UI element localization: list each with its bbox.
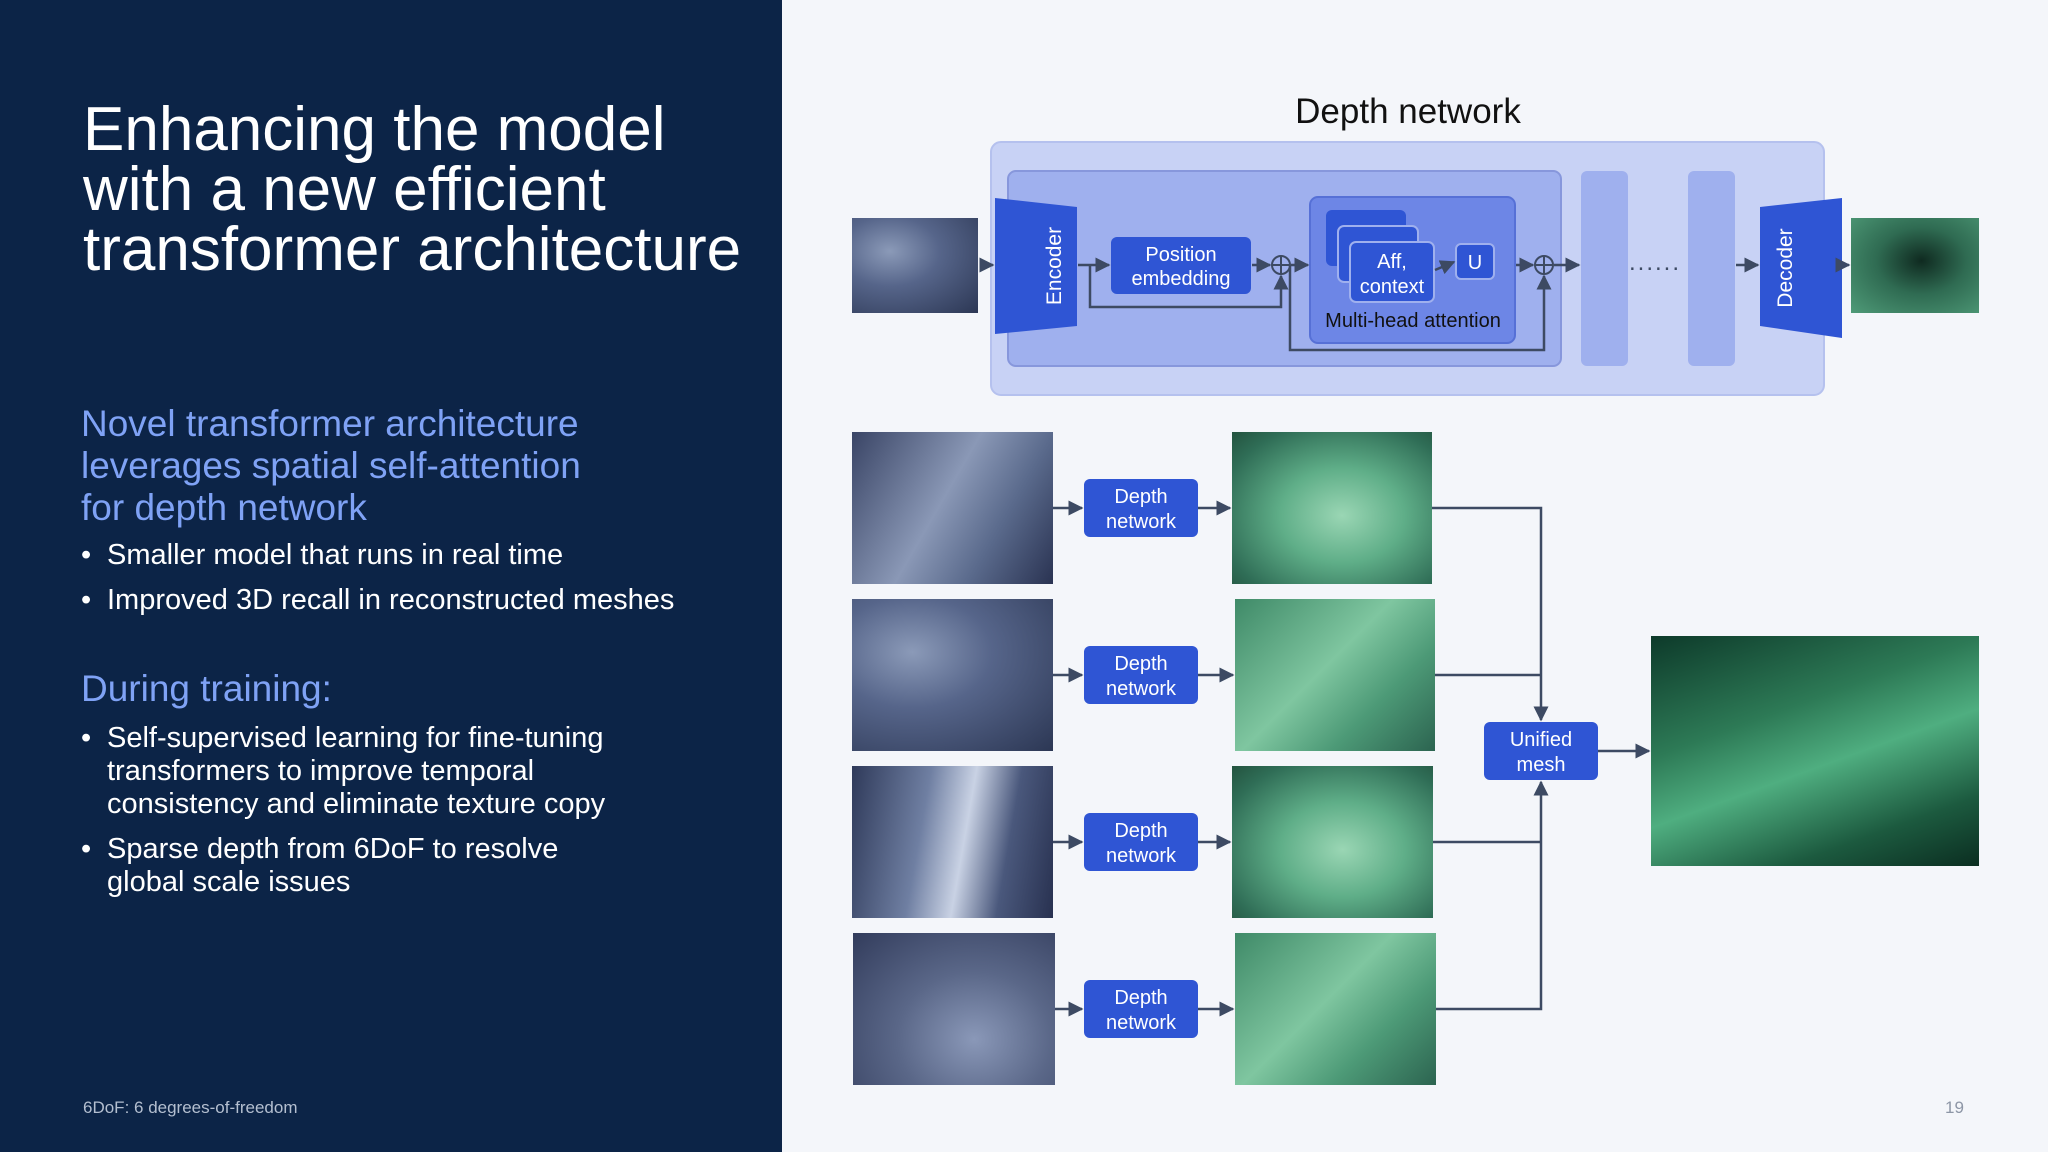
unified-mesh-line: Unified <box>1510 729 1572 751</box>
depth-network-line: network <box>1106 845 1177 867</box>
bullet-line: global scale issues <box>107 866 351 898</box>
bullet-line: consistency and eliminate texture copy <box>107 788 606 820</box>
ellipsis: ...... <box>1629 249 1681 276</box>
depth-network-line: network <box>1106 678 1177 700</box>
depth-network-line: Depth <box>1114 820 1167 842</box>
unified-mesh-line: mesh <box>1517 754 1566 776</box>
diagram-title: Depth network <box>1295 92 1521 131</box>
u-label: U <box>1468 252 1482 274</box>
depth-network-line: Depth <box>1114 987 1167 1009</box>
footnote: 6DoF: 6 degrees-of-freedom <box>83 1098 298 1117</box>
rgb-frame-1 <box>852 432 1053 584</box>
depth-network-line: network <box>1106 511 1177 533</box>
page-number: 19 <box>1945 1098 1964 1117</box>
multihead-label: Multi-head attention <box>1325 310 1501 332</box>
heading-line: During training: <box>81 668 332 709</box>
left-panel: Enhancing the model with a new efficient… <box>0 0 782 1152</box>
bullet-item: Sparse depth from 6DoF to resolve global… <box>81 833 605 899</box>
bullet-line: transformers to improve temporal <box>107 755 535 787</box>
aff-context-block <box>1349 241 1435 303</box>
u-block <box>1455 243 1495 280</box>
depth-frame-1 <box>1232 432 1432 584</box>
section2-heading: During training: <box>81 668 332 710</box>
unified-mesh-block <box>1484 722 1598 780</box>
position-embedding-line: embedding <box>1132 268 1231 290</box>
section1-heading: Novel transformer architecture leverages… <box>81 403 581 529</box>
unified-mesh-image <box>1651 636 1979 866</box>
depth-frame-2 <box>1235 599 1435 751</box>
depth-network-line: network <box>1106 1012 1177 1034</box>
depth-network-line: Depth <box>1114 653 1167 675</box>
bullet-item: Smaller model that runs in real time <box>81 539 674 572</box>
title-line: with a new efficient <box>83 155 606 224</box>
section2-bullets: Self-supervised learning for fine-tuning… <box>81 722 605 911</box>
depth-row-1: Depth network <box>1084 479 1198 537</box>
slide-title: Enhancing the model with a new efficient… <box>83 95 763 284</box>
heading-line: for depth network <box>81 487 367 528</box>
depth-row-4: Depth network <box>1084 980 1198 1038</box>
output-depth-image <box>1851 218 1979 313</box>
heading-line: Novel transformer architecture <box>81 403 579 444</box>
title-line: transformer architecture <box>83 215 742 284</box>
depth-network-line: Depth <box>1114 486 1167 508</box>
rgb-frame-4 <box>853 933 1055 1085</box>
bullet-line: Smaller model that runs in real time <box>107 539 564 571</box>
depth-row-2: Depth network <box>1084 646 1198 704</box>
depth-frame-3 <box>1232 766 1433 918</box>
heading-line: leverages spatial self-attention <box>81 445 581 486</box>
bullet-line: Self-supervised learning for fine-tuning <box>107 722 604 754</box>
bullet-line: Improved 3D recall in reconstructed mesh… <box>107 584 675 616</box>
bullet-item: Improved 3D recall in reconstructed mesh… <box>81 584 674 617</box>
input-image <box>852 218 978 313</box>
depth-row-3: Depth network <box>1084 813 1198 871</box>
depth-frame-4 <box>1235 933 1436 1085</box>
section1-bullets: Smaller model that runs in real time Imp… <box>81 539 674 629</box>
transformer-block-2 <box>1581 171 1628 366</box>
encoder-block <box>995 198 1077 334</box>
position-embedding-block <box>1111 237 1251 294</box>
decoder-label: Decoder <box>1774 228 1797 307</box>
aff-context-line: Aff, <box>1377 251 1407 273</box>
bullet-item: Self-supervised learning for fine-tuning… <box>81 722 605 821</box>
title-line: Enhancing the model <box>83 95 666 164</box>
encoder-label: Encoder <box>1043 227 1066 305</box>
bullet-line: Sparse depth from 6DoF to resolve <box>107 833 559 865</box>
decoder-block <box>1760 198 1842 338</box>
aff-context-line: context <box>1360 276 1425 298</box>
rgb-frame-2 <box>852 599 1053 751</box>
transformer-block-3 <box>1688 171 1735 366</box>
position-embedding-line: Position <box>1145 244 1216 266</box>
rgb-frame-3 <box>852 766 1053 918</box>
